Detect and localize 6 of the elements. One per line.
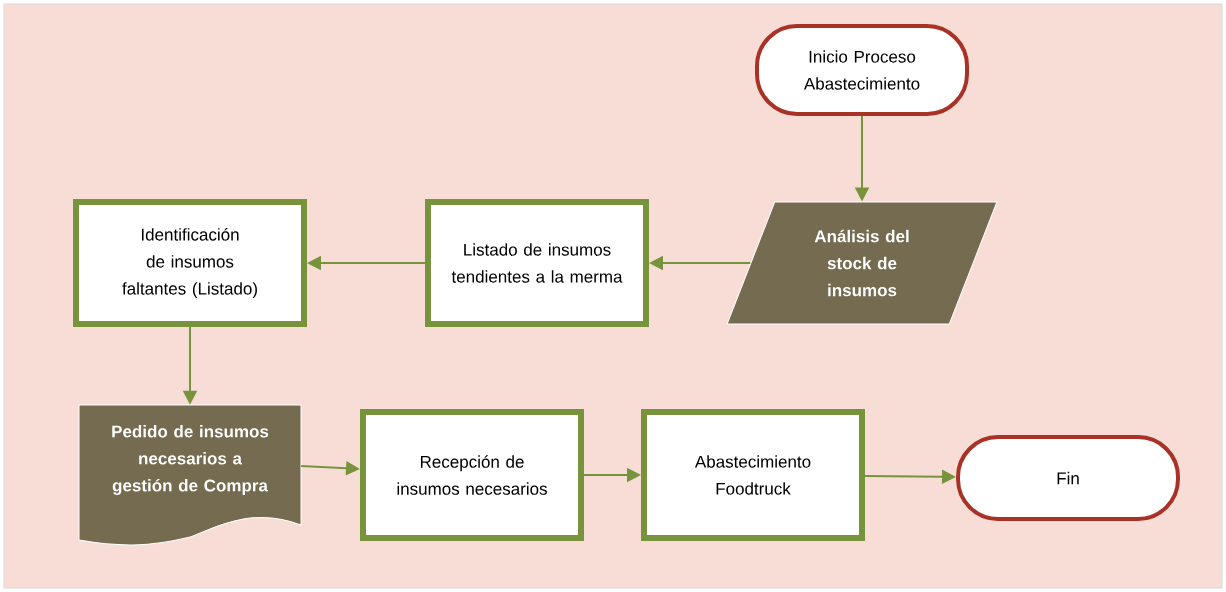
process-box: Listado de insumos tendientes a la merma xyxy=(425,199,649,327)
terminal-oval: Fin xyxy=(956,435,1180,521)
process-box: Recepción de insumos necesarios xyxy=(360,409,584,541)
process-box: Identificación de insumos faltantes (Listado) xyxy=(73,199,307,327)
data-parallelogram: Análisis del stock de insumos xyxy=(726,201,998,325)
process-box: Abastecimiento Foodtruck xyxy=(641,409,865,541)
